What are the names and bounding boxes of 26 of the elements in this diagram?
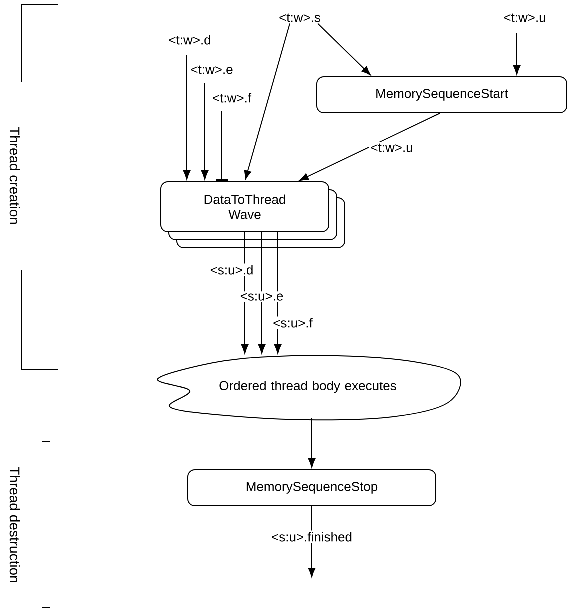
cloud: Ordered thread body executes xyxy=(157,355,462,421)
edge-label: <t:w>.u xyxy=(502,12,548,24)
edge-label: <s:u>.f xyxy=(272,316,314,330)
process-box: MemorySequenceStart xyxy=(316,76,568,114)
signal-label: <t:w>.s xyxy=(280,14,320,22)
arrow xyxy=(513,32,521,75)
edge-label: <s:u>.finished xyxy=(270,530,354,544)
edge-label: <t:w>.d xyxy=(167,34,213,46)
arrow xyxy=(201,82,209,180)
arrow xyxy=(308,506,316,578)
edge-label: <s:u>.d xyxy=(208,264,256,276)
arrow xyxy=(244,23,290,180)
arrow xyxy=(183,54,191,180)
arrow xyxy=(258,232,266,354)
arrow xyxy=(299,113,440,182)
stacked-process-box: DataToThread Wave xyxy=(160,182,346,248)
arrow xyxy=(216,110,228,182)
section-label: Thread creation xyxy=(10,127,20,224)
arrow xyxy=(318,23,371,76)
edge-label: <t:w>.f xyxy=(211,92,253,104)
process-box: MemorySequenceStop xyxy=(188,470,436,506)
arrow xyxy=(308,418,316,468)
section-label: Thread destruction xyxy=(10,466,20,582)
edge-label: <s:u>.e xyxy=(238,292,286,302)
edge-label: <t:w>.e xyxy=(189,64,235,76)
edge-label: <t:w>.u xyxy=(369,142,415,154)
